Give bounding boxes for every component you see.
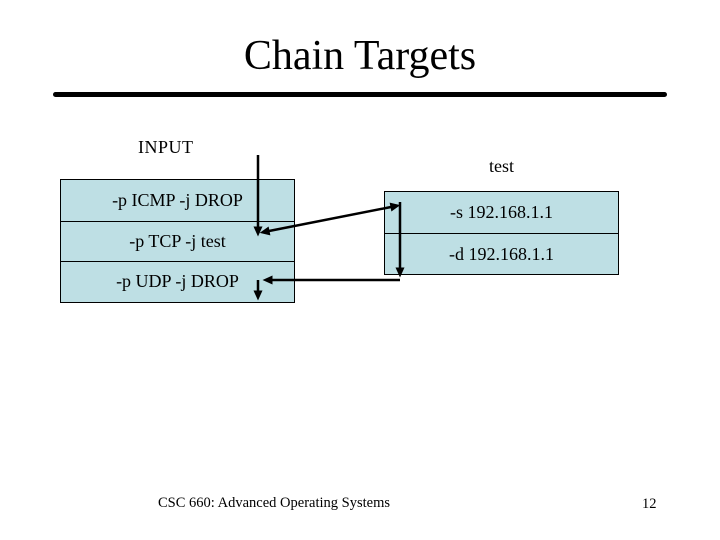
- input-chain-table: -p ICMP -j DROP -p TCP -j test -p UDP -j…: [60, 179, 295, 303]
- input-chain-rule-row: -p UDP -j DROP: [61, 261, 294, 302]
- input-chain-label: INPUT: [138, 137, 194, 157]
- test-chain-rule-row: -s 192.168.1.1: [450, 202, 553, 222]
- input-chain-rule-row: -p ICMP -j DROP: [112, 189, 243, 210]
- test-chain-label: test: [489, 156, 514, 176]
- slide-page-number: 12: [642, 496, 657, 512]
- footer-course-title: CSC 660: Advanced Operating Systems: [158, 495, 390, 511]
- test-chain-table: -s 192.168.1.1 -d 192.168.1.1: [384, 191, 619, 275]
- test-chain-rule-row: -d 192.168.1.1: [385, 233, 618, 274]
- input-chain-rule-row: -p TCP -j test: [61, 220, 294, 262]
- slide-title: Chain Targets: [243, 33, 477, 79]
- title-underline: [53, 92, 667, 97]
